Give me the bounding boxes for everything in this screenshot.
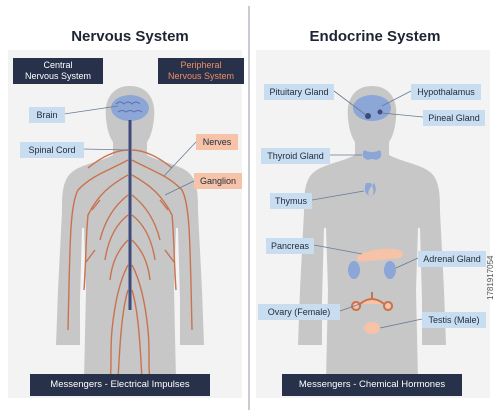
adrenal-right: [384, 261, 396, 279]
ovary-gland: [351, 292, 394, 311]
central-nervous-system-label: Central Nervous System: [13, 58, 103, 84]
thymus-gland: [364, 183, 376, 197]
endocrine-footer: Messengers - Chemical Hormones: [282, 374, 462, 396]
pineal-gland: [377, 109, 383, 115]
label-brain: Brain: [29, 107, 65, 123]
endocrine-title: Endocrine System: [309, 28, 441, 45]
label-ovary: Ovary (Female): [258, 304, 340, 320]
label-pituitary-gland: Pituitary Gland: [264, 84, 334, 100]
nervous-body-figure: [56, 86, 204, 381]
thyroid-gland: [362, 150, 382, 160]
stock-id: 1781917054: [486, 255, 495, 301]
label-testis: Testis (Male): [422, 312, 486, 328]
label-thyroid-gland: Thyroid Gland: [261, 148, 330, 164]
adrenal-left: [348, 261, 360, 279]
nervous-footer: Messengers - Electrical Impulses: [30, 374, 210, 396]
panel-divider: [248, 6, 250, 410]
peripheral-nervous-system-label: Peripheral Nervous System: [158, 58, 244, 84]
label-thymus: Thymus: [270, 193, 312, 209]
testis-gland: [364, 322, 380, 334]
label-ganglion: Ganglion: [194, 173, 242, 189]
label-pancreas: Pancreas: [266, 238, 314, 254]
endocrine-body-figure: [298, 86, 446, 380]
label-spinal-cord: Spinal Cord: [20, 142, 84, 158]
label-hypothalamus: Hypothalamus: [411, 84, 481, 100]
pituitary-gland: [365, 113, 371, 119]
label-nerves: Nerves: [196, 134, 238, 150]
endocrine-brain: [353, 95, 391, 121]
nervous-title: Nervous System: [71, 28, 189, 45]
label-pineal-gland: Pineal Gland: [423, 110, 485, 126]
endocrine-body-silhouette: [298, 86, 446, 380]
pancreas-gland: [357, 248, 403, 262]
nervous-brain: [111, 95, 149, 121]
label-adrenal-gland: Adrenal Gland: [418, 251, 486, 267]
nervous-nerves: [67, 149, 193, 381]
